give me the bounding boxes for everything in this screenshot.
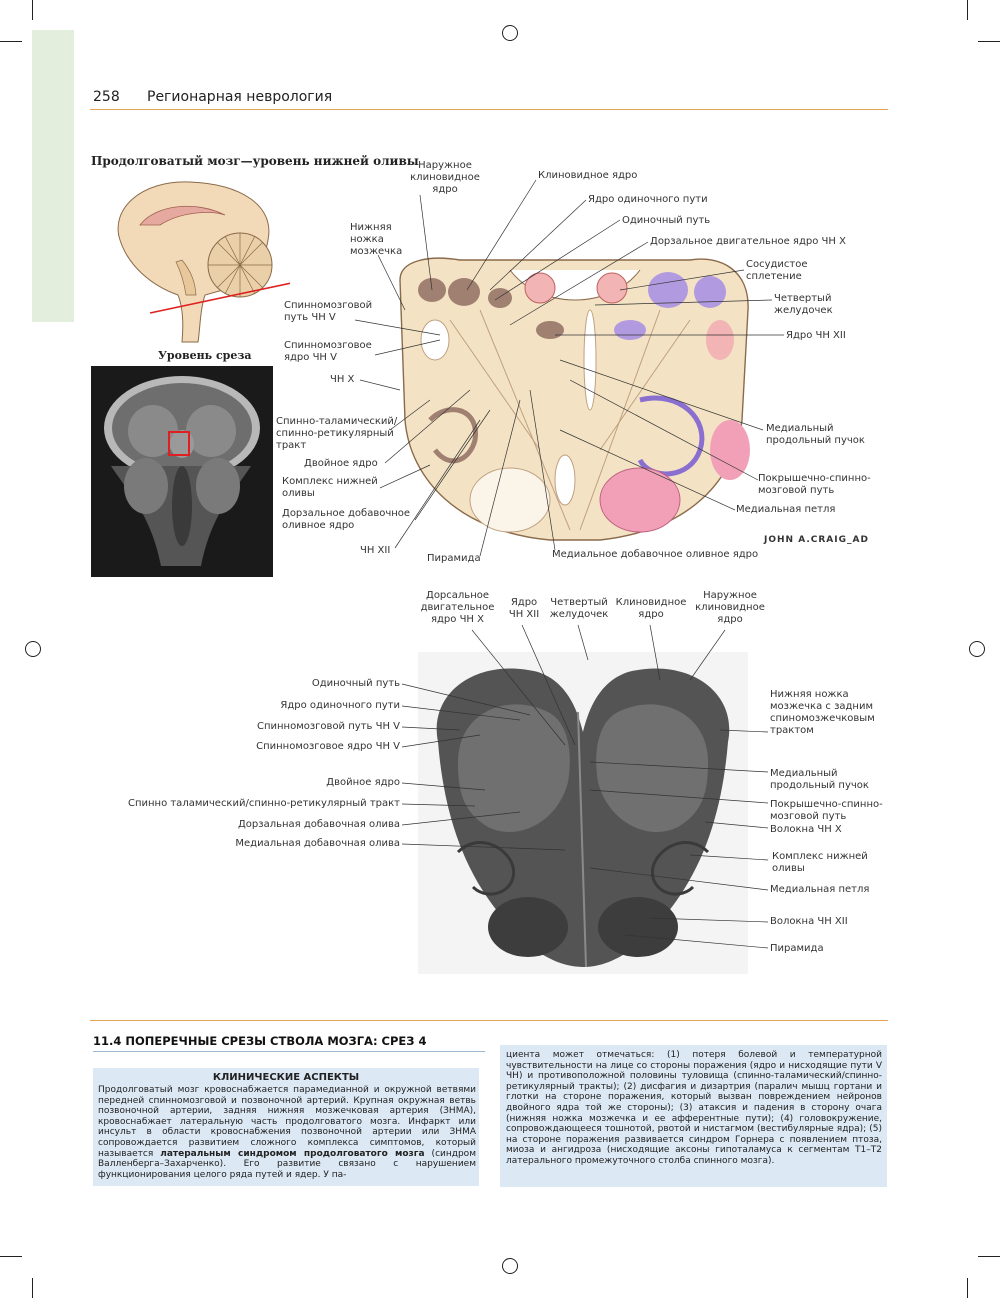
crop-mark [978, 41, 1000, 42]
label-dorsal-motor-x: Дорзальное двигательное ядро ЧН X [650, 236, 846, 247]
label-ambiguus: Двойное ядро [304, 458, 378, 469]
micro-label-tectospinal: Покрышечно-спинно- мозговой путь [770, 799, 883, 822]
label-choroid-plexus: Сосудистое сплетение [746, 259, 808, 282]
registration-mark-icon [502, 1258, 518, 1274]
sagittal-brain-illustration [117, 181, 290, 343]
micro-label-spinal-nucleus-v: Спинномозговое ядро ЧН V [256, 741, 400, 752]
clinical-box-right [500, 1045, 887, 1187]
micro-label-cuneate: Клиновидное ядро [615, 597, 687, 620]
crop-mark [32, 1278, 33, 1298]
section-underline [93, 1051, 485, 1052]
crop-mark [967, 1278, 968, 1298]
crop-mark [0, 41, 22, 42]
clinical-box-left [93, 1068, 479, 1186]
micro-label-dorsal-accessory: Дорзальная добавочная олива [237, 819, 400, 830]
medulla-cross-section-illustration [399, 257, 750, 541]
label-inf-peduncle: Нижняя ножка мозжечка [350, 222, 403, 257]
registration-mark-icon [25, 641, 41, 657]
micro-label-pyramid: Пирамида [770, 943, 824, 954]
label-cuneate: Клиновидное ядро [538, 170, 638, 181]
micro-label-fourth-ventricle: Четвертый желудочек [549, 597, 609, 620]
crop-mark [0, 1256, 22, 1257]
micro-label-medial-lemniscus: Медиальная петля [770, 884, 870, 895]
crop-mark [978, 1256, 1000, 1257]
label-cn-x: ЧН X [330, 374, 355, 385]
section-rule [90, 1020, 888, 1021]
running-header-title: Регионарная неврология [147, 89, 333, 105]
label-spinal-tract-v: Спинномозговой путь ЧН V [284, 300, 373, 323]
micro-label-mlf: Медиальный продольный пучок [770, 768, 869, 791]
level-caption: Уровень среза [158, 349, 252, 362]
medulla-micrograph [418, 652, 748, 974]
registration-mark-icon [502, 25, 518, 41]
page-number: 258 [93, 89, 120, 105]
crop-mark [967, 0, 968, 20]
label-pyramid: Пирамида [427, 553, 481, 564]
micro-label-ext-cuneate: Наружное клиновидное ядро [695, 590, 765, 625]
micro-label-spinothalamic: Спинно таламический/спинно-ретикулярный … [127, 798, 400, 809]
micro-label-inf-olive: Комплекс нижней оливы [772, 851, 868, 874]
illustration-leader-lines [354, 179, 784, 557]
clinical-box-heading: КЛИНИЧЕСКИЕ АСПЕКТЫ [212, 1072, 360, 1083]
micro-label-fibers-xii: Волокна ЧН XII [770, 916, 848, 927]
section-title: 11.4 ПОПЕРЕЧНЫЕ СРЕЗЫ СТВОЛА МОЗГА: СРЕЗ… [93, 1034, 427, 1048]
micro-label-nucleus-xii: Ядро ЧН XII [508, 597, 540, 620]
crop-mark [32, 0, 33, 20]
micro-label-medial-accessory: Медиальная добавочная олива [235, 838, 400, 849]
clinical-paragraph-right: циента может отмечаться: (1) потеря боле… [506, 1050, 882, 1166]
figure-title: Продолговатый мозг—уровень нижней оливы [91, 154, 419, 168]
artist-signature: JOHN A.CRAIG_AD [764, 535, 869, 545]
label-inf-olive: Комплекс нижней оливы [282, 476, 378, 499]
micro-label-solitary-nucleus: Ядро одиночного пути [280, 700, 400, 711]
micro-label-dorsal-motor: Дорсальное двигательное ядро ЧН X [420, 590, 495, 625]
page-tab-marker [32, 30, 74, 322]
label-solitary-tract: Одиночный путь [622, 215, 711, 226]
micro-label-inf-peduncle: Нижняя ножка мозжечка с задним спиномозж… [770, 689, 875, 736]
label-fourth-ventricle: Четвертый желудочек [774, 293, 833, 316]
registration-mark-icon [969, 641, 985, 657]
micro-label-solitary-tract: Одиночный путь [311, 678, 400, 689]
mri-axial-scan [91, 366, 273, 577]
header-rule [90, 109, 888, 110]
micro-label-spinal-tract-v: Спинномозговой путь ЧН V [256, 721, 400, 732]
micro-label-fibers-x: Волокна ЧН X [770, 824, 842, 835]
micro-label-ambiguus: Двойное ядро [326, 777, 400, 788]
clinical-paragraph-left: Продолговатый мозг кровоснабжается парам… [98, 1085, 476, 1180]
label-spinothalamic: Спинно-таламический/ спинно-ретикулярный… [276, 416, 398, 451]
label-cn-xii: ЧН XII [360, 545, 391, 556]
label-mlf: Медиальный продольный пучок [766, 423, 865, 446]
label-tectospinal: Покрышечно-спинно- мозговой путь [758, 473, 871, 496]
label-medial-lemniscus: Медиальная петля [736, 504, 836, 515]
label-solitary-nucleus: Ядро одиночного пути [588, 194, 708, 205]
label-medial-accessory: Медиальное добавочное оливное ядро [552, 549, 759, 560]
label-nucleus-xii: Ядро ЧН XII [786, 330, 846, 341]
label-dorsal-accessory: Дорзальное добавочное оливное ядро [282, 508, 411, 531]
micrograph-leader-lines [401, 624, 769, 949]
label-ext-cuneate: Наружное клиновидное ядро [410, 160, 480, 195]
label-spinal-nucleus-v: Спинномозговое ядро ЧН V [284, 340, 372, 363]
